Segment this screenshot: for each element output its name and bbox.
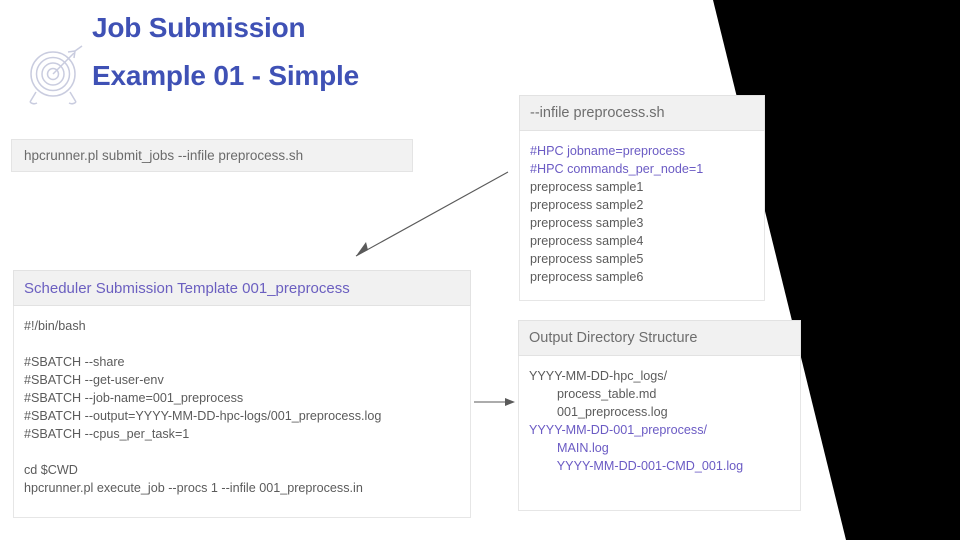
code-line: #SBATCH --get-user-env — [24, 373, 164, 387]
title-line-2: Example 01 - Simple — [92, 60, 359, 91]
panel-output-directory: Output Directory Structure YYYY-MM-DD-hp… — [518, 320, 801, 511]
code-line: hpcrunner.pl execute_job --procs 1 --inf… — [24, 481, 363, 495]
code-line: YYYY-MM-DD-hpc_logs/ — [529, 369, 668, 383]
panel-template-body: #!/bin/bash #SBATCH --share #SBATCH --get… — [13, 306, 471, 518]
code-line: #HPC commands_per_node=1 — [530, 162, 704, 176]
target-bullseye-arrow-icon — [29, 45, 83, 105]
panel-infile-header: --infile preprocess.sh — [519, 95, 765, 131]
code-line: preprocess sample4 — [530, 234, 644, 248]
code-line: #SBATCH --share — [24, 355, 125, 369]
panel-template-header: Scheduler Submission Template 001_prepro… — [13, 270, 471, 306]
code-line: preprocess sample6 — [530, 270, 644, 284]
code-line: #SBATCH --job-name=001_preprocess — [24, 391, 244, 405]
code-line: cd $CWD — [24, 463, 78, 477]
code-line: preprocess sample2 — [530, 198, 644, 212]
code-line: #SBATCH --output=YYYY-MM-DD-hpc-logs/001… — [24, 409, 382, 423]
arrow-infile-to-template — [355, 171, 509, 257]
code-line: #HPC jobname=preprocess — [530, 144, 686, 158]
panel-infile-body: #HPC jobname=preprocess #HPC commands_per… — [519, 131, 765, 301]
panel-output-header: Output Directory Structure — [518, 320, 801, 356]
code-line: process_table.md — [529, 387, 657, 401]
code-line: MAIN.log — [529, 441, 609, 455]
code-line: YYYY-MM-DD-001_preprocess/ — [529, 423, 708, 437]
code-line: #!/bin/bash — [24, 319, 86, 333]
code-line: preprocess sample5 — [530, 252, 644, 266]
code-line: preprocess sample1 — [530, 180, 644, 194]
code-line — [24, 335, 460, 353]
submit-command-box: hpcrunner.pl submit_jobs --infile prepro… — [11, 139, 413, 172]
panel-scheduler-template: Scheduler Submission Template 001_prepro… — [13, 270, 471, 518]
code-line: #SBATCH --cpus_per_task=1 — [24, 427, 190, 441]
code-line: 001_preprocess.log — [529, 405, 668, 419]
title-line-1: Job Submission — [92, 12, 306, 43]
code-line: preprocess sample3 — [530, 216, 644, 230]
panel-output-body: YYYY-MM-DD-hpc_logs/ process_table.md 00… — [518, 356, 801, 511]
code-line — [24, 443, 460, 461]
code-line: YYYY-MM-DD-001-CMD_001.log — [529, 459, 744, 473]
page-title: Job Submission Example 01 - Simple — [92, 4, 652, 100]
panel-infile-preprocess: --infile preprocess.sh #HPC jobname=prep… — [519, 95, 765, 301]
arrow-template-to-output — [474, 398, 515, 406]
